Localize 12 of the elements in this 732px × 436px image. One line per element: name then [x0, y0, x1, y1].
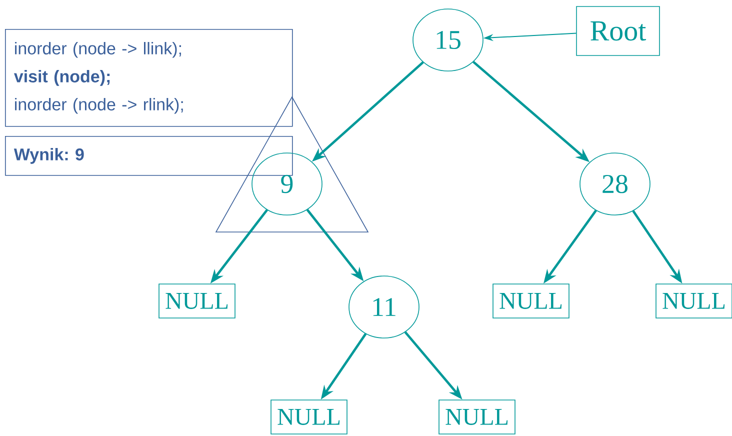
null-box: NULL: [492, 284, 570, 318]
tree-node: 9: [252, 152, 322, 216]
root-label-box: Root: [576, 6, 660, 56]
null-box: NULL: [158, 284, 236, 318]
tree-node: 28: [580, 152, 650, 216]
code-box: inorder (node -> llink); visit (node); inorder (node -> rlink);: [5, 29, 293, 127]
tree-node: 11: [348, 276, 420, 338]
tree-node: 15: [412, 8, 484, 72]
null-box: NULL: [270, 400, 348, 434]
null-box: NULL: [656, 284, 732, 318]
null-box: NULL: [438, 400, 516, 434]
code-box: Wynik: 9: [5, 136, 293, 176]
